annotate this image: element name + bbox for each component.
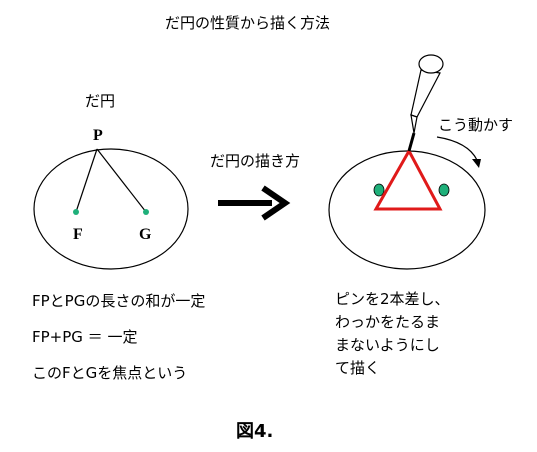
pin-line-2: わっかをたるま <box>335 313 441 331</box>
pin-line-3: まないようにし <box>335 336 440 354</box>
segment-pf <box>75 148 98 213</box>
pin-line-4: て描く <box>335 359 381 377</box>
point-f-label: F <box>73 226 83 243</box>
focus-f-dot <box>73 209 79 215</box>
point-g-label: G <box>139 226 152 243</box>
rotate-label: こう動かす <box>438 116 514 134</box>
arrow-label: だ円の描き方 <box>210 152 301 170</box>
note-line-2: FP+PG ＝ 一定 <box>32 328 138 346</box>
note-line-1: FPとPGの長さの和が一定 <box>32 292 206 310</box>
string-loop-triangle <box>373 147 443 211</box>
point-p-label: P <box>93 127 103 144</box>
note-line-3: このFとGを焦点という <box>32 364 188 382</box>
diagram-title: だ円の性質から描く方法 <box>165 14 331 32</box>
pencil-icon <box>407 54 444 152</box>
focus-g-dot <box>143 209 149 215</box>
left-ellipse <box>33 148 189 270</box>
right-ellipse <box>328 150 486 270</box>
pin-left <box>373 183 385 197</box>
pin-line-1: ピンを2本差し、 <box>335 290 450 308</box>
figure-caption: 図4. <box>236 421 274 442</box>
big-arrow-head <box>261 185 291 221</box>
ellipse-label: だ円 <box>85 92 116 110</box>
pin-right <box>438 183 450 197</box>
segment-pg <box>96 148 147 213</box>
rotation-arrow-head <box>472 159 481 168</box>
rotation-arrow <box>436 136 478 161</box>
